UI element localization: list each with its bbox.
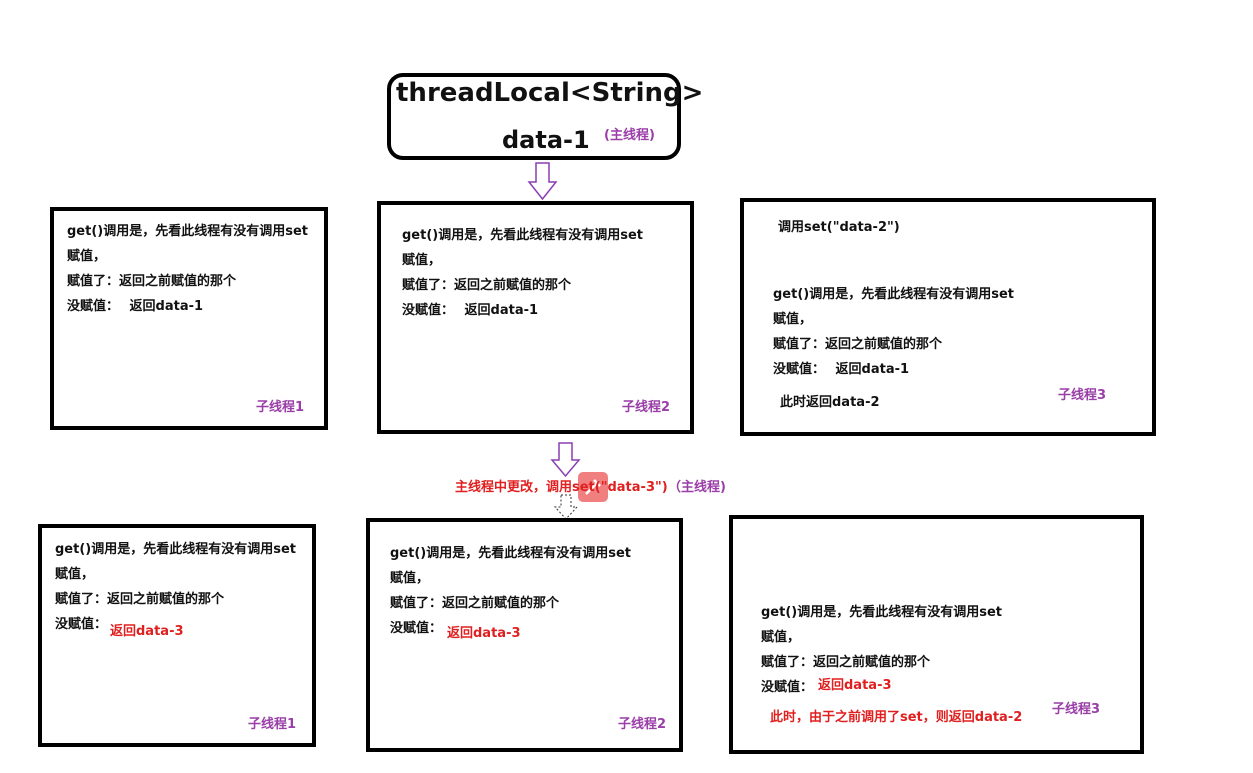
t1-line2: 赋值， [67, 249, 107, 264]
t2-line2: 赋值， [402, 253, 442, 268]
main-thread-tag: (主线程) [604, 128, 655, 143]
t3-line1: get()调用是，先看此线程有没有调用set [773, 287, 1014, 302]
down-arrow-icon [553, 494, 579, 520]
b3-line3: 赋值了：返回之前赋值的那个 [761, 655, 931, 670]
t2-line4-prefix: 没赋值： [402, 303, 455, 318]
b1-line3: 赋值了：返回之前赋值的那个 [55, 592, 225, 607]
t3-thread-label: 子线程3 [1058, 388, 1107, 403]
top-thread1-box [50, 207, 328, 430]
t3-set-call: 调用set("data-2") [778, 220, 900, 235]
t1-line4: 没赋值： 返回data-1 [67, 298, 203, 316]
threadlocal-title: threadLocal<String> [396, 78, 704, 108]
top-thread3-box [740, 198, 1156, 436]
t3-line4: 没赋值： 返回data-1 [773, 361, 909, 379]
t2-line3: 赋值了：返回之前赋值的那个 [402, 278, 572, 293]
down-arrow-icon [550, 442, 581, 478]
b2-line2: 赋值， [390, 571, 430, 586]
bottom-thread2-box [366, 518, 683, 752]
b3-thread-label: 子线程3 [1052, 702, 1101, 717]
t3-line2: 赋值， [773, 312, 813, 327]
t2-line4: 没赋值： 返回data-1 [402, 302, 538, 320]
b3-value: 返回data-3 [818, 678, 892, 693]
middle-main-thread-tag: （主线程) [668, 480, 726, 495]
b3-line1: get()调用是，先看此线程有没有调用set [761, 605, 1002, 620]
b1-line1: get()调用是，先看此线程有没有调用set [55, 542, 296, 557]
b1-line4-prefix: 没赋值： [55, 617, 108, 632]
b1-value: 返回data-3 [110, 624, 184, 639]
b3-line4-prefix: 没赋值： [761, 680, 814, 695]
t2-line1: get()调用是，先看此线程有没有调用set [402, 228, 643, 243]
t1-value: 返回data-1 [129, 299, 204, 314]
t1-line1: get()调用是，先看此线程有没有调用set [67, 224, 308, 239]
bottom-thread3-box [729, 515, 1144, 754]
b2-line4-prefix: 没赋值： [390, 621, 443, 636]
threadlocal-value: data-1 [502, 126, 590, 154]
b2-line1: get()调用是，先看此线程有没有调用set [390, 546, 631, 561]
b2-line3: 赋值了：返回之前赋值的那个 [390, 596, 560, 611]
threadlocal-box [387, 73, 681, 160]
b1-line2: 赋值， [55, 567, 95, 582]
top-thread2-box [377, 201, 694, 434]
b2-thread-label: 子线程2 [618, 717, 667, 732]
t3-line3: 赋值了：返回之前赋值的那个 [773, 337, 943, 352]
b3-line2: 赋值， [761, 630, 801, 645]
t3-result: 此时返回data-2 [780, 395, 880, 410]
t2-value: 返回data-1 [464, 303, 539, 318]
t1-line4-prefix: 没赋值： [67, 299, 120, 314]
b1-thread-label: 子线程1 [248, 717, 297, 732]
t3-line4-prefix: 没赋值： [773, 362, 826, 377]
t2-thread-label: 子线程2 [622, 400, 671, 415]
b3-note: 此时，由于之前调用了set，则返回data-2 [770, 710, 1023, 725]
down-arrow-icon [527, 162, 558, 201]
t1-thread-label: 子线程1 [256, 400, 305, 415]
t3-value: 返回data-1 [835, 362, 910, 377]
b2-value: 返回data-3 [447, 626, 521, 641]
t1-line3: 赋值了：返回之前赋值的那个 [67, 274, 237, 289]
bottom-thread1-box [38, 524, 316, 747]
main-thread-change-text: 主线程中更改，调用set("data-3") [455, 480, 668, 495]
